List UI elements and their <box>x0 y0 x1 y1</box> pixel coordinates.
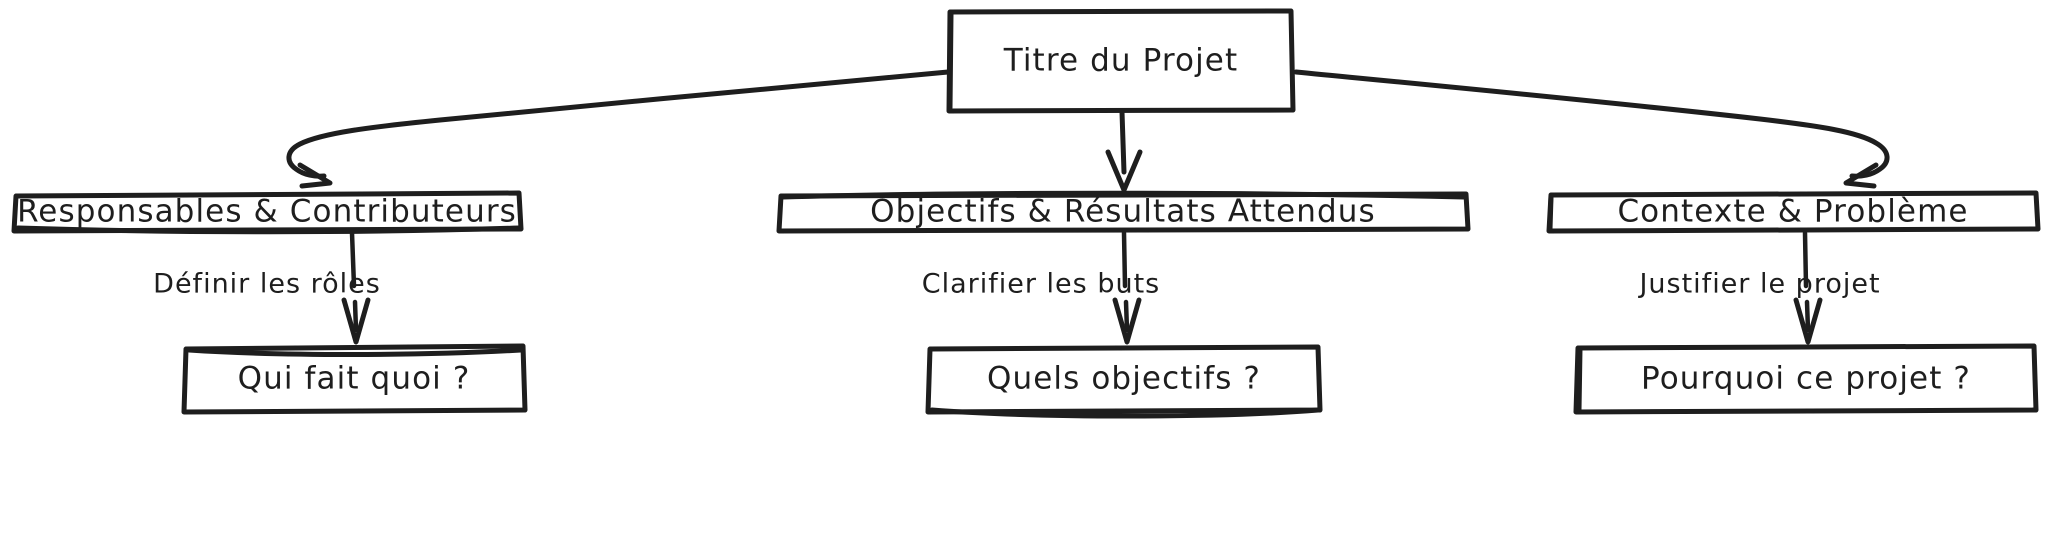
node-label: Objectifs & Résultats Attendus <box>870 194 1376 230</box>
node-label: Titre du Projet <box>1003 43 1238 79</box>
node-label: Pourquoi ce projet ? <box>1641 361 1971 397</box>
edge-contexte-to-pourquoi <box>1793 230 1823 345</box>
node-box-sketch-overlay <box>1576 346 1583 413</box>
node-quels-objectifs[interactable]: Quels objectifs ? <box>925 344 1323 419</box>
node-pourquoi-ce-projet[interactable]: Pourquoi ce projet ? <box>1573 343 2039 415</box>
arrowhead-icon <box>341 297 371 345</box>
node-box <box>181 343 528 415</box>
edge-titre-to-objectifs <box>1105 109 1143 193</box>
edge-label-definir-les-roles: Définir les rôles <box>153 269 381 300</box>
edge-line-lower <box>1804 299 1811 333</box>
node-box-sketch-overlay <box>929 407 1321 419</box>
edge-line-lower <box>352 299 359 333</box>
edge-objectifs-to-quels <box>1112 230 1142 345</box>
edge-label-justifier-le-projet: Justifier le projet <box>1637 269 1880 300</box>
arrowhead-icon <box>1793 297 1823 345</box>
edge-responsables-to-qui <box>341 230 371 345</box>
node-contexte-probleme[interactable]: Contexte & Problème <box>1546 190 2041 234</box>
node-label: Quels objectifs ? <box>987 361 1261 397</box>
edge-titre-to-contexte <box>1293 69 1890 189</box>
node-box-sketch-overlay <box>186 347 524 357</box>
edge-line <box>286 69 951 179</box>
node-qui-fait-quoi[interactable]: Qui fait quoi ? <box>181 343 528 415</box>
arrowhead-icon <box>1843 162 1879 189</box>
edge-line <box>1293 69 1890 179</box>
node-responsables-contributeurs[interactable]: Responsables & Contributeurs <box>11 190 524 235</box>
edge-titre-to-responsables <box>286 69 951 189</box>
edge-line-lower <box>1123 299 1130 333</box>
arrowhead-icon <box>1105 149 1143 193</box>
node-label: Responsables & Contributeurs <box>17 194 517 230</box>
edge-line <box>1119 109 1127 175</box>
arrowhead-icon <box>1112 297 1142 345</box>
edge-line-upper <box>1121 230 1128 289</box>
node-box-sketch-overlay <box>947 11 954 111</box>
edge-line-upper <box>1802 230 1809 289</box>
edge-line-upper <box>349 230 357 289</box>
node-objectifs-resultats[interactable]: Objectifs & Résultats Attendus <box>776 190 1471 234</box>
node-label: Contexte & Problème <box>1617 194 1968 230</box>
node-box-sketch-overlay <box>15 225 522 235</box>
node-titre-du-projet[interactable]: Titre du Projet <box>946 8 1296 114</box>
node-box <box>1573 343 2039 415</box>
arrowhead-icon <box>297 162 333 189</box>
node-label: Qui fait quoi ? <box>238 361 471 397</box>
node-box-sketch-overlay <box>1547 194 1554 232</box>
node-box-sketch-overlay <box>780 190 1467 200</box>
edge-label-clarifier-les-buts: Clarifier les buts <box>922 269 1160 300</box>
